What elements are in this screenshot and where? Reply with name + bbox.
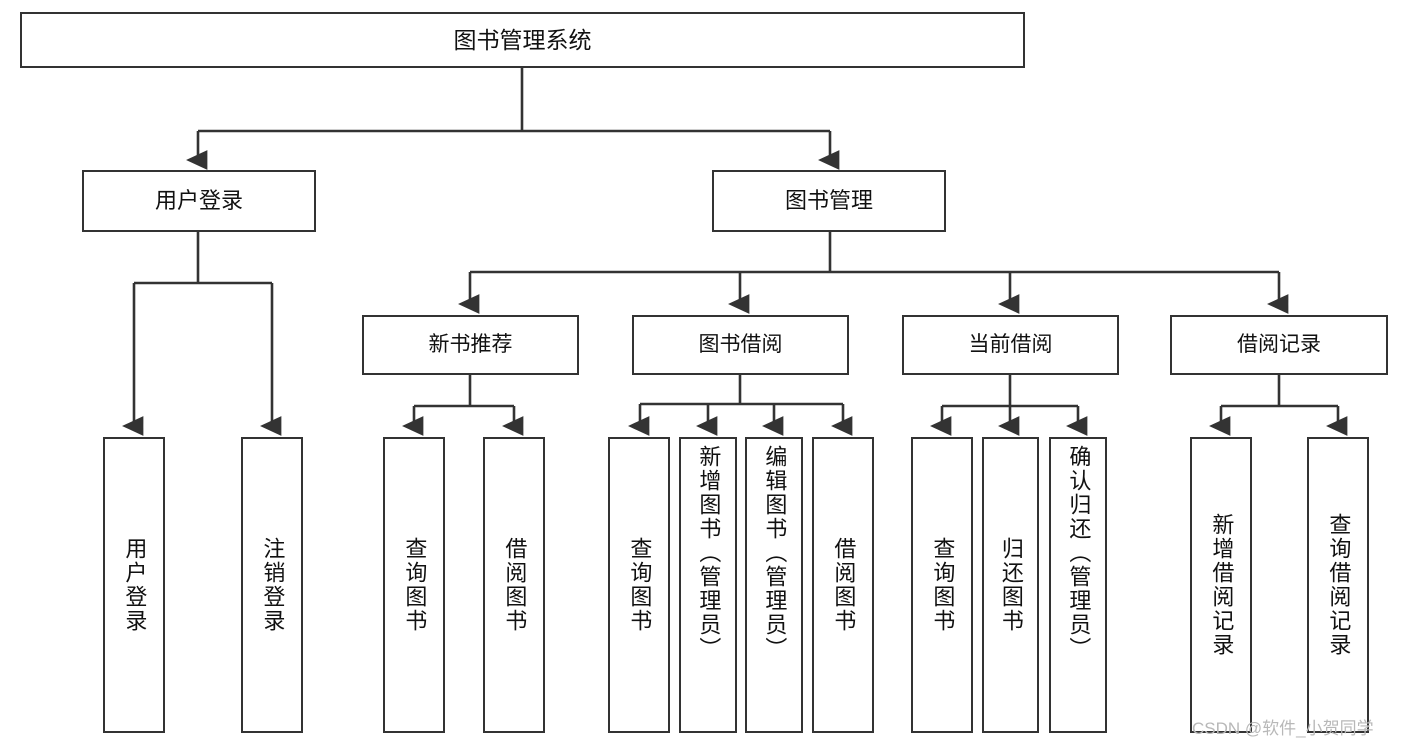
node-label: 新书推荐: [428, 332, 513, 356]
node-label: 借阅记录: [1237, 332, 1321, 356]
node-label: 查询借阅记录: [1326, 513, 1352, 657]
node-label: 查询图书: [627, 537, 653, 633]
node-root-book-management-system[interactable]: 图书管理系统: [20, 12, 1025, 68]
node-label: 查询图书: [402, 537, 428, 633]
node-book-management[interactable]: 图书管理: [712, 170, 946, 232]
node-label: 确认归还（管理员）: [1066, 445, 1092, 661]
leaf-borrow-record-query[interactable]: 查询借阅记录: [1307, 437, 1369, 733]
leaf-user-login-signout[interactable]: 注销登录: [241, 437, 303, 733]
node-label: 归还图书: [998, 537, 1024, 633]
node-label: 用户登录: [154, 188, 243, 214]
leaf-book-borrow-query[interactable]: 查询图书: [608, 437, 670, 733]
node-borrow-record[interactable]: 借阅记录: [1170, 315, 1388, 375]
node-current-borrow[interactable]: 当前借阅: [902, 315, 1119, 375]
leaf-borrow-record-add[interactable]: 新增借阅记录: [1190, 437, 1252, 733]
node-label: 编辑图书（管理员）: [762, 445, 788, 661]
node-label: 新增图书（管理员）: [696, 445, 722, 661]
leaf-user-login-signin[interactable]: 用户登录: [103, 437, 165, 733]
node-user-login[interactable]: 用户登录: [82, 170, 316, 232]
node-label: 查询图书: [930, 537, 956, 633]
leaf-new-book-query[interactable]: 查询图书: [383, 437, 445, 733]
node-label: 注销登录: [260, 537, 286, 633]
node-label: 用户登录: [122, 537, 148, 633]
node-label: 图书管理: [784, 188, 873, 214]
node-label: 借阅图书: [831, 537, 857, 633]
leaf-current-borrow-query[interactable]: 查询图书: [911, 437, 973, 733]
csdn-watermark: CSDN @软件_小贺同学: [1192, 719, 1374, 738]
node-label: 新增借阅记录: [1209, 513, 1235, 657]
node-label: 当前借阅: [968, 332, 1053, 356]
node-book-borrow[interactable]: 图书借阅: [632, 315, 849, 375]
leaf-book-borrow-add[interactable]: 新增图书（管理员）: [679, 437, 737, 733]
node-label: 图书借阅: [698, 332, 783, 356]
leaf-book-borrow-lend[interactable]: 借阅图书: [812, 437, 874, 733]
node-label: 借阅图书: [502, 537, 528, 633]
leaf-current-borrow-return[interactable]: 归还图书: [982, 437, 1039, 733]
leaf-current-borrow-confirm-return[interactable]: 确认归还（管理员）: [1049, 437, 1107, 733]
leaf-book-borrow-edit[interactable]: 编辑图书（管理员）: [745, 437, 803, 733]
node-new-book-recommend[interactable]: 新书推荐: [362, 315, 579, 375]
node-label: 图书管理系统: [453, 26, 592, 53]
leaf-new-book-borrow[interactable]: 借阅图书: [483, 437, 545, 733]
